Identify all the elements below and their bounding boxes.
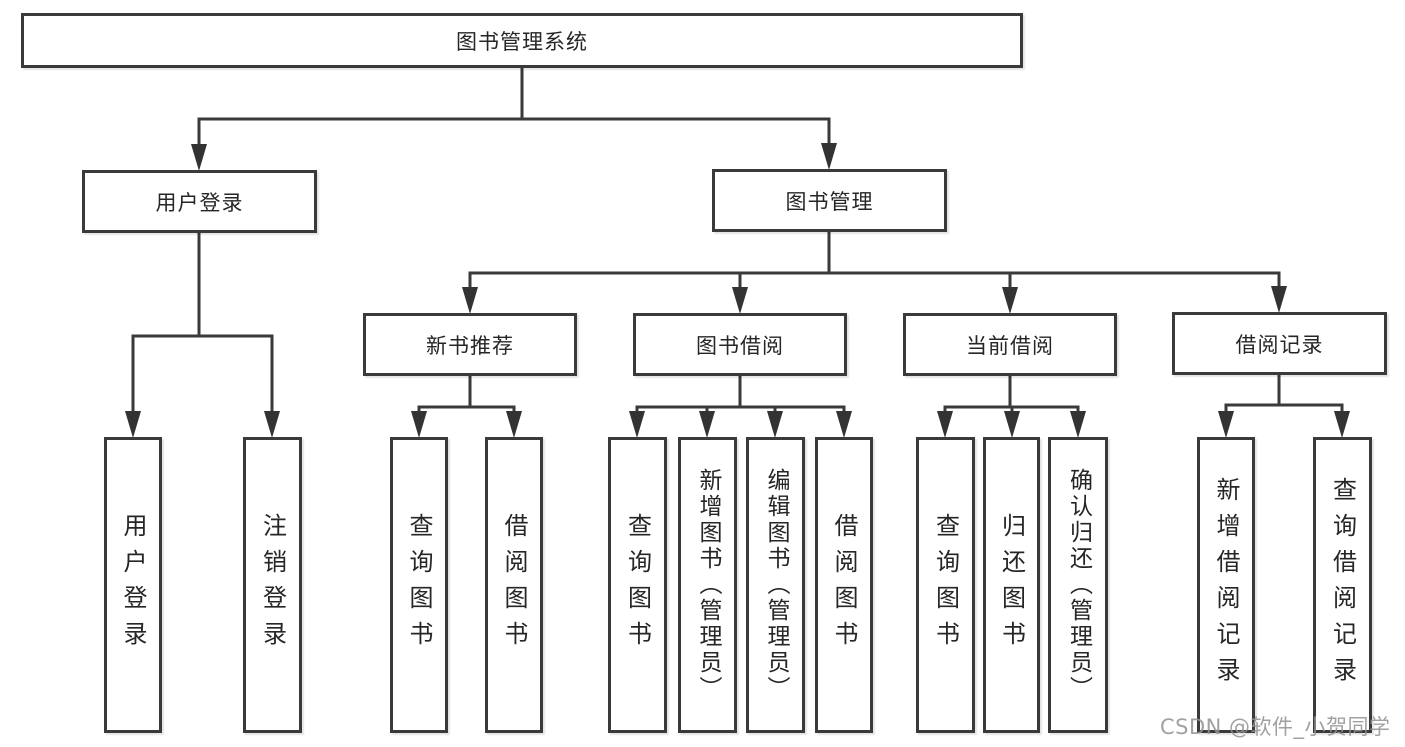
node-label: 图书管理系统 <box>456 29 588 54</box>
node-new-book-recommend: 新书推荐 <box>363 313 577 376</box>
node-label: 查询图书 <box>931 513 960 657</box>
node-label: 确认归还（管理员） <box>1065 468 1092 702</box>
leaf-add-borrow-record: 新增借阅记录 <box>1197 437 1255 733</box>
arrow-down-icon <box>1004 411 1020 438</box>
node-label: 查询图书 <box>405 513 433 657</box>
node-label: 编辑图书（管理员） <box>763 468 789 702</box>
node-user-login: 用户登录 <box>82 170 317 233</box>
watermark: CSDN @软件_小贺同学 <box>1160 715 1391 739</box>
node-label: 新增图书（管理员） <box>695 468 721 702</box>
leaf-borrow-books-recommend: 借阅图书 <box>485 437 543 733</box>
node-book-management: 图书管理 <box>712 169 947 232</box>
arrow-down-icon <box>732 287 748 314</box>
arrow-down-icon <box>821 143 837 170</box>
node-book-borrow: 图书借阅 <box>633 313 847 376</box>
arrow-down-icon <box>411 411 427 438</box>
node-root: 图书管理系统 <box>21 13 1023 68</box>
leaf-query-borrow-record: 查询借阅记录 <box>1313 437 1372 733</box>
arrow-down-icon <box>1218 411 1234 438</box>
arrow-down-icon <box>506 411 522 438</box>
leaf-borrow-books: 借阅图书 <box>815 437 873 733</box>
node-label: 用户登录 <box>155 190 244 215</box>
leaf-confirm-return-admin: 确认归还（管理员） <box>1048 437 1108 733</box>
node-label: 查询借阅记录 <box>1328 477 1357 693</box>
node-label: 当前借阅 <box>966 333 1054 358</box>
leaf-return-books: 归还图书 <box>983 437 1040 733</box>
node-borrow-records: 借阅记录 <box>1172 312 1387 375</box>
node-label: 借阅记录 <box>1235 332 1324 357</box>
arrow-down-icon <box>1334 411 1350 438</box>
leaf-logout-login: 注销登录 <box>243 437 302 733</box>
leaf-edit-books-admin: 编辑图书（管理员） <box>746 437 805 733</box>
arrow-down-icon <box>699 411 715 438</box>
node-label: 新增借阅记录 <box>1212 477 1240 693</box>
leaf-query-books-recommend: 查询图书 <box>390 437 448 733</box>
arrow-down-icon <box>191 144 207 171</box>
arrow-down-icon <box>1002 287 1018 314</box>
arrow-down-icon <box>937 411 953 438</box>
node-label: 查询图书 <box>623 513 652 657</box>
node-current-borrow: 当前借阅 <box>903 313 1117 376</box>
arrow-down-icon <box>462 287 478 314</box>
arrow-down-icon <box>1070 411 1086 438</box>
arrow-down-icon <box>629 411 645 438</box>
node-label: 图书借阅 <box>696 333 784 358</box>
arrow-down-icon <box>1271 286 1287 313</box>
leaf-query-books-current: 查询图书 <box>916 437 975 733</box>
node-label: 借阅图书 <box>500 513 528 657</box>
leaf-user-login: 用户登录 <box>104 437 162 733</box>
leaf-query-books-borrow: 查询图书 <box>608 437 667 733</box>
node-label: 用户登录 <box>119 513 147 657</box>
arrow-down-icon <box>836 411 852 438</box>
arrow-down-icon <box>767 411 783 438</box>
node-label: 图书管理 <box>785 189 874 214</box>
node-label: 归还图书 <box>997 513 1026 657</box>
node-label: 注销登录 <box>258 513 287 657</box>
arrow-down-icon <box>264 411 280 438</box>
node-label: 新书推荐 <box>426 333 514 358</box>
arrow-down-icon <box>125 411 141 438</box>
leaf-add-books-admin: 新增图书（管理员） <box>678 437 737 733</box>
node-label: 借阅图书 <box>830 513 858 657</box>
